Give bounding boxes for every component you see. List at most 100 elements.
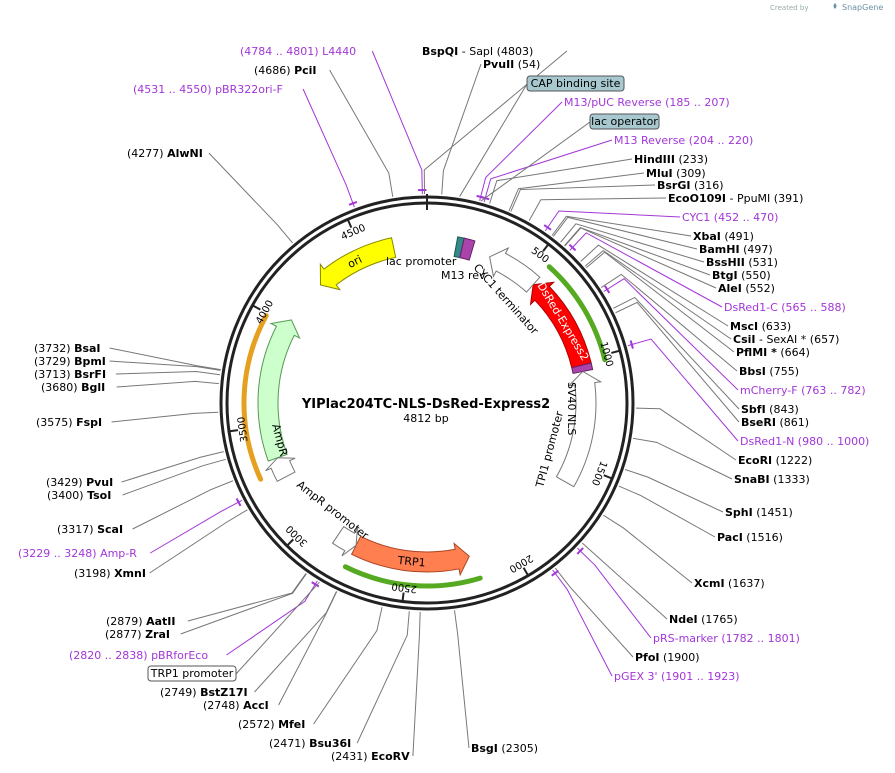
site-ndei[interactable]: NdeI (1765): [669, 613, 738, 626]
site-ecoo109i[interactable]: EcoO109I - PpuMI (391): [668, 192, 803, 205]
site-position: (1900): [660, 651, 700, 664]
primer-amp-r[interactable]: (3229 .. 3248) Amp-R: [18, 547, 137, 560]
primer-cyc1[interactable]: CYC1 (452 .. 470): [682, 211, 778, 224]
site-bstz17i[interactable]: (2749) BstZ17I: [160, 686, 248, 699]
site-hindiii[interactable]: HindIII (233): [634, 153, 708, 166]
site-bpmi[interactable]: (3729) BpmI: [34, 355, 106, 368]
site-enzyme: PfoI: [635, 651, 660, 664]
site-bsu36i[interactable]: (2471) Bsu36I: [269, 737, 351, 750]
site-bgli[interactable]: (3680) BglI: [41, 381, 105, 394]
site-tsoi[interactable]: (3400) TsoI: [47, 489, 111, 502]
tick-4500: [346, 218, 353, 229]
feature-ampr-promoter[interactable]: [265, 457, 296, 482]
site-pfoi[interactable]: PfoI (1900): [635, 651, 700, 664]
primer-pgex-3[interactable]: pGEX 3' (1901 .. 1923): [614, 670, 740, 683]
lac-operator-label: lac operator: [591, 115, 658, 128]
plasmid-length: 4812 bp: [403, 412, 448, 425]
trp1-promoter-box[interactable]: [147, 665, 237, 682]
primer-l4440[interactable]: (4784 .. 4801) L4440: [240, 45, 356, 58]
primer-pbr322ori-f[interactable]: (4531 .. 4550) pBR322ori-F: [133, 83, 283, 96]
primer-m13-puc-reverse[interactable]: M13/pUC Reverse (185 .. 207): [564, 96, 730, 109]
site-alei[interactable]: AleI (552): [718, 282, 775, 295]
site-paci[interactable]: PacI (1516): [717, 531, 783, 544]
feature-m13-rev[interactable]: [459, 237, 476, 261]
primer-dsred1-n[interactable]: DsRed1-N (980 .. 1000): [740, 435, 869, 448]
site-ecorv[interactable]: (2431) EcoRV: [331, 750, 410, 763]
site-bamhi[interactable]: BamHI (497): [699, 243, 773, 256]
site-enzyme: M13 Reverse: [614, 134, 685, 147]
leader-tsoi: [122, 458, 226, 496]
site-bsshii[interactable]: BssHII (531): [706, 256, 778, 269]
site-zrai[interactable]: (2877) ZraI: [105, 628, 170, 641]
site-position: (2572): [238, 718, 278, 731]
site-csii[interactable]: CsiI - SexAI * (657): [733, 333, 839, 346]
leader-bseri: [615, 301, 740, 423]
site-pvuii[interactable]: PvuII (54): [483, 58, 540, 71]
primer-mark-amp-r: [235, 498, 242, 507]
leader-ecori: [635, 407, 737, 461]
feature-cyc1-terminator[interactable]: [489, 246, 541, 293]
leader-aatii: [187, 573, 307, 622]
site-position: (1901 .. 1923): [658, 670, 740, 683]
site-position: (2820 .. 2838): [69, 649, 151, 662]
cap-binding-site-box[interactable]: [526, 75, 625, 92]
primer-m13-reverse[interactable]: M13 Reverse (204 .. 220): [614, 134, 753, 147]
site-pflmi[interactable]: PflMI * (664): [736, 346, 810, 359]
site-snabi[interactable]: SnaBI (1333): [734, 473, 810, 486]
site-enzyme: BsaI: [74, 342, 100, 355]
primer-pbrforeco[interactable]: (2820 .. 2838) pBRforEco: [69, 649, 208, 662]
site-position: (2748): [203, 699, 243, 712]
site-msci[interactable]: MscI (633): [730, 320, 791, 333]
primer-prs-marker[interactable]: pRS-marker (1782 .. 1801): [653, 632, 800, 645]
site-alwni[interactable]: (4277) AlwNI: [127, 147, 203, 160]
site-fspi[interactable]: (3575) FspI: [36, 416, 102, 429]
site-bsrgi[interactable]: BsrGI (316): [657, 179, 724, 192]
feature-ori[interactable]: [319, 237, 397, 291]
feature-ampr[interactable]: [257, 319, 301, 462]
site-enzyme: MluI: [646, 167, 673, 180]
site-xmni[interactable]: (3198) XmnI: [74, 567, 146, 580]
feature-tpi1-promoter[interactable]: [555, 370, 603, 488]
site-position: (316): [690, 179, 723, 192]
feature-trp1-promoter-arrow[interactable]: [331, 525, 358, 557]
site-enzyme: MfeI: [278, 718, 305, 731]
site-ecori[interactable]: EcoRI (1222): [738, 454, 812, 467]
site-mlui[interactable]: MluI (309): [646, 167, 706, 180]
site-btgi[interactable]: BtgI (550): [712, 269, 771, 282]
site-bseri[interactable]: BseRI (861): [741, 416, 809, 429]
site-scai[interactable]: (3317) ScaI: [57, 523, 123, 536]
site-enzyme: CsiI: [733, 333, 755, 346]
primer-mcherry-f[interactable]: mCherry-F (763 .. 782): [740, 384, 866, 397]
site-sphi[interactable]: SphI (1451): [725, 506, 793, 519]
tick-label-4500: 4500: [340, 223, 368, 243]
primer-dsred1-c[interactable]: DsRed1-C (565 .. 588): [724, 301, 846, 314]
site-bsai[interactable]: (3732) BsaI: [34, 342, 101, 355]
site-acci[interactable]: (2748) AccI: [203, 699, 269, 712]
site-position: - PpuMI (391): [726, 192, 803, 205]
site-position: (3429): [46, 476, 86, 489]
leader-hindiii: [489, 158, 633, 204]
feature-trp1[interactable]: [350, 535, 470, 577]
lac-operator-box[interactable]: [589, 113, 660, 130]
site-enzyme: BsrGI: [657, 179, 690, 192]
leader-pflmi: [586, 251, 735, 353]
site-pvui[interactable]: (3429) PvuI: [46, 476, 113, 489]
site-pcii[interactable]: (4686) PciI: [254, 64, 317, 77]
site-bspqi[interactable]: BspQI - SapI (4803): [422, 45, 533, 58]
site-position: (185 .. 207): [662, 96, 730, 109]
site-enzyme: DsRed1-C: [724, 301, 778, 314]
site-xbai[interactable]: XbaI (491): [693, 230, 754, 243]
leader-pgex-3: [552, 569, 613, 677]
site-mfei[interactable]: (2572) MfeI: [238, 718, 305, 731]
site-aatii[interactable]: (2879) AatII: [106, 615, 175, 628]
site-bsrfi[interactable]: (3713) BsrFI: [34, 368, 106, 381]
site-position: (3317): [57, 523, 97, 536]
site-bsgi[interactable]: BsgI (2305): [471, 742, 538, 755]
site-enzyme: BsrFI: [74, 368, 106, 381]
feature-sv40-nls[interactable]: [571, 362, 594, 375]
site-bbsi[interactable]: BbsI (755): [739, 365, 799, 378]
site-xcmi[interactable]: XcmI (1637): [694, 577, 765, 590]
site-sbfi[interactable]: SbfI (843): [741, 403, 799, 416]
leader-mlui: [508, 172, 645, 211]
primer-mark-pbr322ori-f: [348, 200, 358, 206]
